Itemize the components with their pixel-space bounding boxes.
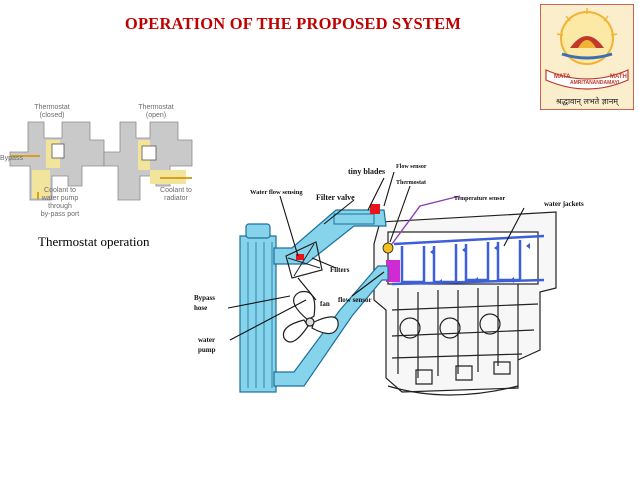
filter-valve (333, 213, 375, 225)
label-flow-sensor: flow sensor (338, 296, 372, 304)
label-fan: fan (320, 300, 330, 308)
jacket-arrows (430, 243, 530, 285)
thermostat-open (103, 121, 193, 201)
logo-ribbon (545, 69, 629, 90)
flow-sensor-block (386, 260, 400, 282)
filter-box (285, 241, 323, 279)
red-sensor (296, 254, 304, 260)
thermostat-closed-label: Thermostat(closed) (34, 104, 69, 119)
label-filter-valve: Filter valve (316, 193, 355, 202)
label-thermostat: Thermostat (396, 180, 426, 186)
label-water-flow-sensing: Water flow sensing (250, 189, 303, 196)
fan (282, 290, 339, 343)
bypass-label: Bypass (0, 155, 23, 162)
thermostat-closed (9, 121, 105, 201)
thermostat-marker (382, 242, 394, 254)
engine-cooling-diagram: Water flow sensing Filter valve tiny bla… (194, 164, 584, 396)
logo-ribbon-right: MATH (610, 74, 627, 80)
water-jackets (391, 234, 545, 286)
temperature-sensor-line (391, 195, 461, 245)
leader-lines (227, 171, 525, 341)
thermostat-illustration: Thermostat(closed) Thermostat(open) Bypa… (0, 104, 193, 218)
radiator (239, 223, 277, 393)
label-temperature-sensor: Temperature sensor (454, 196, 505, 202)
logo-ribbon-center: AMRITANANDAMAYI (570, 80, 620, 86)
slide-title: OPERATION OF THE PROPOSED SYSTEM (124, 14, 462, 33)
label-tiny-blades: tiny blades (348, 167, 385, 176)
label-flow-sensor-top: Flow sensor (396, 164, 427, 170)
red-valve (370, 204, 380, 214)
thermostat-open-label: Thermostat(open) (138, 104, 173, 119)
amrita-logo: MATA AMRITANANDAMAYI MATH श्रद्धावान् लभ… (540, 4, 634, 110)
label-water-jackets: water jackets (544, 200, 584, 208)
logo-motto: श्रद्धावान् लभते ज्ञानम् (556, 96, 620, 107)
logo-ribbon-left: MATA (554, 74, 571, 80)
thermostat-caption: Thermostat operation (38, 234, 150, 249)
label-filters: Filters (330, 266, 350, 274)
logo-waves (561, 52, 613, 60)
